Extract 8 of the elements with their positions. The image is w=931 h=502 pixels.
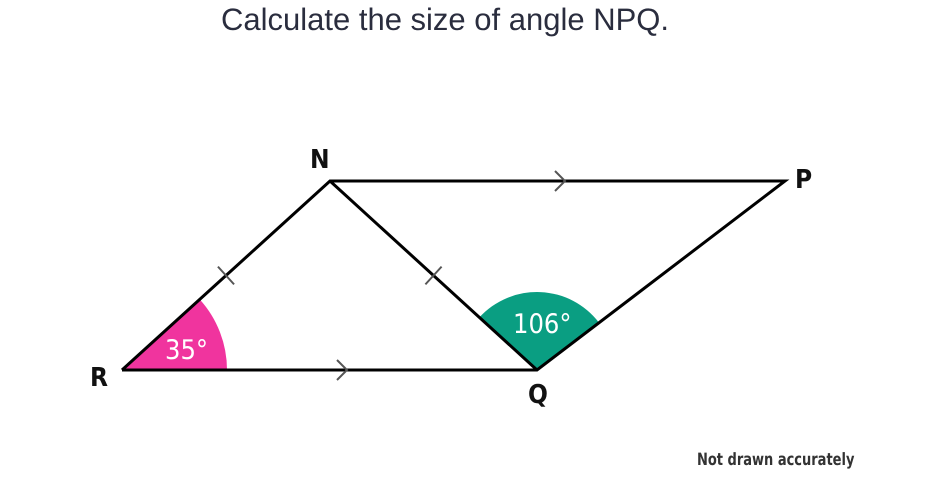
question-title: Calculate the size of angle NPQ.: [220, 2, 670, 38]
vertex-label: Q: [528, 380, 548, 410]
vertex-label: P: [795, 165, 812, 195]
angle-label: 106°: [513, 309, 572, 340]
angle-label: 35°: [165, 335, 208, 366]
vertex-label: R: [90, 363, 108, 393]
vertex-label: N: [310, 145, 330, 175]
note-text: Not drawn accurately: [697, 450, 854, 470]
